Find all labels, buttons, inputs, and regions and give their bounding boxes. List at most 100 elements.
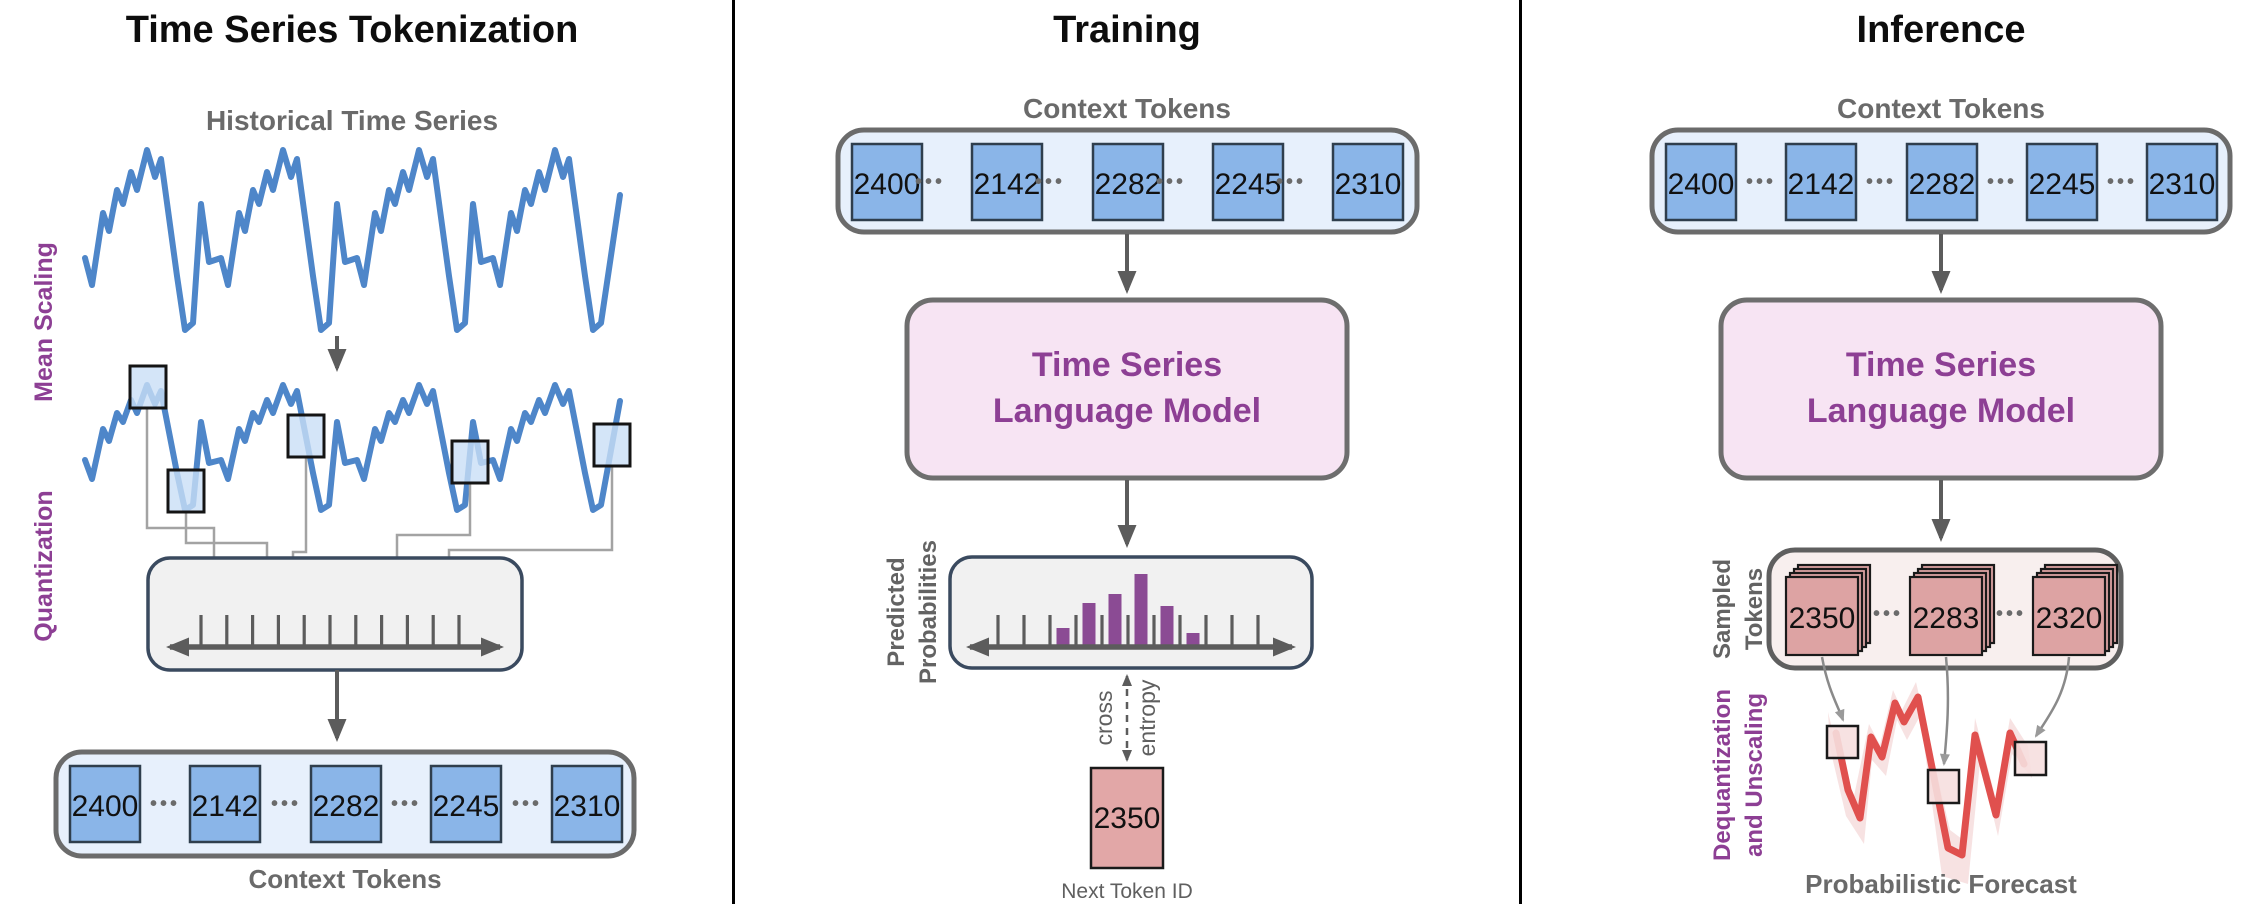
context-token <box>2025 142 2099 222</box>
context-tokens-heading: Context Tokens <box>1023 93 1231 124</box>
dequantization-arrow <box>1820 656 1845 722</box>
probability-bar <box>1108 594 1122 646</box>
probability-bar <box>1160 606 1174 646</box>
context-token-value: 2245 <box>433 790 500 823</box>
context-token-value: 2282 <box>1909 168 1976 201</box>
historical-time-series-line <box>82 147 623 333</box>
sampled-token-value: 2350 <box>1789 602 1856 635</box>
cross-entropy-label-line2: entropy <box>1134 679 1160 756</box>
dequantization-label-line1: Dequantization <box>1709 689 1736 861</box>
quantization-box <box>146 556 524 672</box>
next-token-caption: Next Token ID <box>1061 880 1193 903</box>
sampled-tokens-label-line2: Tokens <box>1741 568 1768 650</box>
sample-point-box <box>286 413 326 459</box>
context-token <box>2145 142 2219 222</box>
forecast-point-box <box>1926 768 1961 805</box>
forecast-point-box <box>1825 724 1860 760</box>
context-token-value: 2282 <box>1095 168 1162 201</box>
context-token <box>970 142 1044 222</box>
probability-bar <box>1134 574 1148 646</box>
panel-title-training: Training <box>1053 9 1201 51</box>
ellipsis-dots: ••• <box>150 793 180 815</box>
context-token-value: 2142 <box>192 790 259 823</box>
mean-scaling-label: Mean Scaling <box>30 242 58 402</box>
context-token-value: 2142 <box>974 168 1041 201</box>
model-label-line2: Language Model <box>993 392 1261 430</box>
probability-bar <box>1186 633 1200 646</box>
context-token <box>1211 142 1285 222</box>
probability-bar <box>1056 628 1070 646</box>
dequantization-label-line2: and Unscaling <box>1741 693 1768 857</box>
context-token <box>1091 142 1165 222</box>
model-label-line1: Time Series <box>1846 346 2036 384</box>
probability-bar <box>1082 603 1096 646</box>
sample-point-box <box>450 439 490 485</box>
ellipsis-dots: ••• <box>915 171 945 193</box>
time-series-language-model-box <box>904 297 1350 481</box>
sample-point-box <box>592 422 632 468</box>
ellipsis-dots: ••• <box>1873 603 1903 625</box>
model-label-line2: Language Model <box>1807 392 2075 430</box>
cross-entropy-label-line1: cross <box>1091 691 1117 746</box>
context-token <box>309 764 383 844</box>
sampled-token-stack: 2283 <box>1908 563 1996 657</box>
ellipsis-dots: ••• <box>1996 603 2026 625</box>
ellipsis-dots: ••• <box>391 793 421 815</box>
forecast-line <box>1832 693 2028 859</box>
dequantization-arrow <box>2034 656 2071 738</box>
ellipsis-dots: ••• <box>1276 171 1306 193</box>
panel-tokenization: Time Series Tokenization Historical Time… <box>30 9 637 894</box>
model-label-line1: Time Series <box>1032 346 1222 384</box>
predicted-probabilities-label-line2: Probabilities <box>915 540 942 684</box>
dequantization-arrow <box>1939 656 1950 766</box>
ellipsis-dots: ••• <box>1746 171 1776 193</box>
context-token <box>429 764 503 844</box>
context-token <box>1664 142 1738 222</box>
context-token <box>1331 142 1405 222</box>
time-series-language-model-box <box>1718 297 2164 481</box>
context-tokens-caption: Context Tokens <box>248 864 441 894</box>
sampled-token-value: 2320 <box>2036 602 2103 635</box>
context-token <box>850 142 924 222</box>
next-token-box <box>1089 766 1165 870</box>
context-token-value: 2310 <box>2149 168 2216 201</box>
ellipsis-dots: ••• <box>1156 171 1186 193</box>
panel-title-inference: Inference <box>1857 9 2026 51</box>
context-token-value: 2310 <box>1335 168 1402 201</box>
context-token-value: 2400 <box>854 168 921 201</box>
panel-title-tokenization: Time Series Tokenization <box>126 9 579 51</box>
context-token <box>188 764 262 844</box>
probabilistic-forecast-caption: Probabilistic Forecast <box>1805 869 2077 899</box>
historical-series-label: Historical Time Series <box>206 105 498 136</box>
context-token <box>1784 142 1858 222</box>
sample-point-box <box>128 364 168 410</box>
next-token-value: 2350 <box>1094 802 1161 835</box>
context-tokens-heading: Context Tokens <box>1837 93 2045 124</box>
panel-divider <box>732 0 735 904</box>
sampled-token-stack: 2320 <box>2031 563 2119 657</box>
context-token <box>68 764 142 844</box>
sampled-tokens-label-line1: Sampled <box>1709 559 1736 659</box>
sampled-token-value: 2283 <box>1913 602 1980 635</box>
predicted-probabilities-label-line1: Predicted <box>883 557 910 666</box>
context-token-value: 2142 <box>1788 168 1855 201</box>
panel-inference: Inference Context Tokens 2400 2142 2282 … <box>1649 9 2233 899</box>
ellipsis-dots: ••• <box>1987 171 2017 193</box>
sampled-token-stack: 2350 <box>1784 563 1872 657</box>
context-token-value: 2245 <box>1215 168 1282 201</box>
context-token-value: 2245 <box>2029 168 2096 201</box>
context-token <box>1905 142 1979 222</box>
ellipsis-dots: ••• <box>1866 171 1896 193</box>
panel-divider <box>1519 0 1522 904</box>
forecast-point-box <box>2013 740 2048 777</box>
context-token-value: 2282 <box>313 790 380 823</box>
context-token-value: 2310 <box>554 790 621 823</box>
panel-training: Training Context Tokens 2400 2142 2282 2… <box>835 9 1420 903</box>
ellipsis-dots: ••• <box>512 793 542 815</box>
quantization-label: Quantization <box>30 490 58 641</box>
context-token-value: 2400 <box>72 790 139 823</box>
sample-point-box <box>166 468 206 514</box>
ellipsis-dots: ••• <box>1035 171 1065 193</box>
